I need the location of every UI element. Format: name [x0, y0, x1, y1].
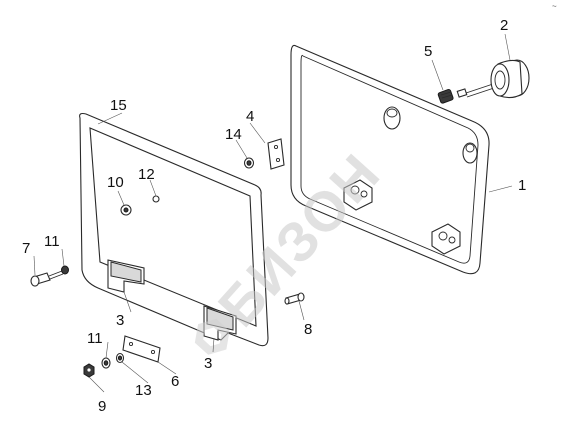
- threaded-plug-part-5: [437, 88, 454, 104]
- back-panel-part-1: [290, 44, 490, 275]
- callout-1: 1: [518, 177, 526, 194]
- bracket-part-4: [267, 138, 285, 170]
- bolt-part-7: [30, 270, 64, 287]
- plate-part-6: [122, 335, 161, 363]
- callout-5: 5: [424, 43, 432, 60]
- corner-mark: ~: [552, 2, 557, 11]
- callout-9: 9: [98, 398, 106, 415]
- pin-part-8: [284, 292, 305, 305]
- callout-3-upper: 3: [116, 312, 124, 329]
- lamp-knob-part-2: [456, 59, 530, 99]
- leader-lines: [33, 33, 513, 393]
- callout-15: 15: [110, 97, 127, 114]
- callout-6: 6: [171, 373, 179, 390]
- washer-part-13: [115, 352, 125, 364]
- callout-3-lower: 3: [204, 355, 212, 372]
- callout-11-lower: 11: [87, 330, 103, 347]
- washer-part-11-lower: [101, 357, 111, 369]
- nut-part-11-upper: [61, 265, 69, 275]
- callout-12: 12: [138, 166, 155, 183]
- callout-labels: 1 2 5 4 14 15 12 10 11 7 8 3 11 3 6 13 9: [22, 17, 526, 415]
- watermark-logo-icon: [194, 318, 230, 355]
- washer-part-14: [243, 157, 255, 169]
- callout-2: 2: [500, 17, 508, 34]
- callout-13: 13: [135, 382, 152, 399]
- callout-4: 4: [246, 108, 254, 125]
- callout-7: 7: [22, 240, 30, 257]
- nut-part-9: [83, 363, 95, 378]
- callout-10: 10: [107, 174, 124, 191]
- callout-11-upper: 11: [44, 233, 60, 250]
- callout-8: 8: [304, 321, 312, 338]
- callout-14: 14: [225, 126, 242, 143]
